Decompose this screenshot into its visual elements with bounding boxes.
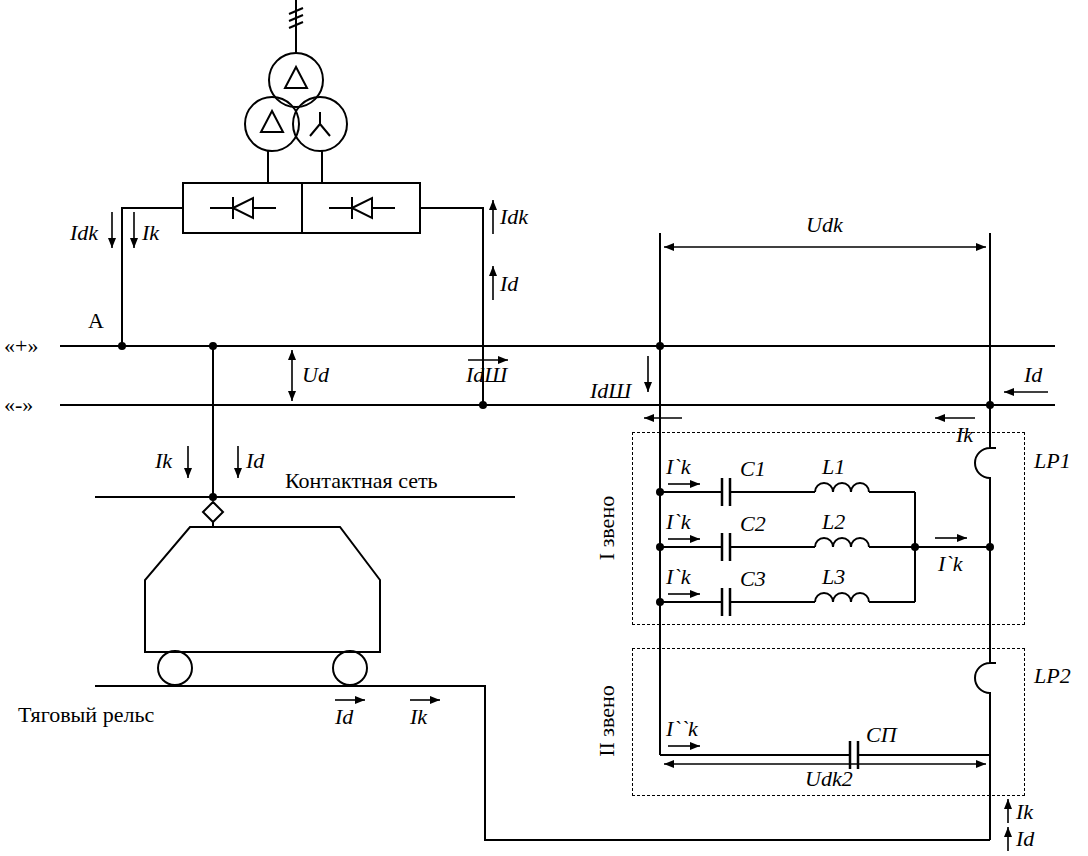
current-label: IdШ (590, 380, 631, 402)
current-label: I`k (666, 511, 690, 533)
supply-line (289, 0, 303, 53)
component-label: L3 (822, 566, 845, 588)
current-label: Idk (70, 222, 98, 244)
component-label: C3 (740, 568, 766, 590)
voltage-label: Udk2 (805, 768, 853, 790)
current-label: Ik (410, 706, 427, 728)
component-label: L1 (822, 456, 845, 478)
current-arrows (112, 200, 1048, 851)
filter-branches (660, 478, 990, 769)
voltage-label: Ud (302, 364, 329, 386)
current-label: Id (335, 706, 353, 728)
point-label: A (88, 310, 104, 332)
component-label: LР1 (1034, 450, 1071, 472)
voltage-label: Udk (806, 214, 843, 236)
component-label: CП (866, 724, 897, 746)
current-label: Ik (142, 222, 159, 244)
current-label: Ik (155, 450, 172, 472)
connecting-wire (659, 625, 661, 648)
current-label: Id (500, 273, 518, 295)
component-label: L2 (822, 511, 845, 533)
current-label: Ik (956, 424, 973, 446)
bus-label: «+» (4, 335, 38, 357)
current-label: I``k (666, 718, 698, 740)
current-label: Ik (1016, 801, 1033, 823)
transformer-symbol (245, 53, 347, 183)
current-label: I`k (666, 566, 690, 588)
current-label: IdШ (466, 364, 507, 386)
connecting-wire (989, 625, 991, 648)
current-label: I`k (666, 456, 690, 478)
rectifier-symbol (183, 183, 420, 233)
line-name: Контактная сеть (285, 470, 438, 492)
component-label: LР2 (1034, 665, 1071, 687)
current-label: Id (1016, 828, 1034, 850)
current-label: Id (246, 450, 264, 472)
junction-dots (118, 342, 994, 606)
current-label: I`k (938, 553, 962, 575)
stage-title: I звено (596, 495, 618, 559)
train-symbol (145, 502, 380, 685)
bus-label: «-» (4, 394, 33, 416)
wires (60, 208, 1055, 840)
component-label: C2 (740, 513, 766, 535)
rail-name: Тяговый рельс (18, 704, 154, 726)
current-label: Idk (500, 206, 528, 228)
component-label: C1 (740, 458, 766, 480)
stage-title: II звено (596, 685, 618, 757)
current-label: Id (1024, 364, 1042, 386)
